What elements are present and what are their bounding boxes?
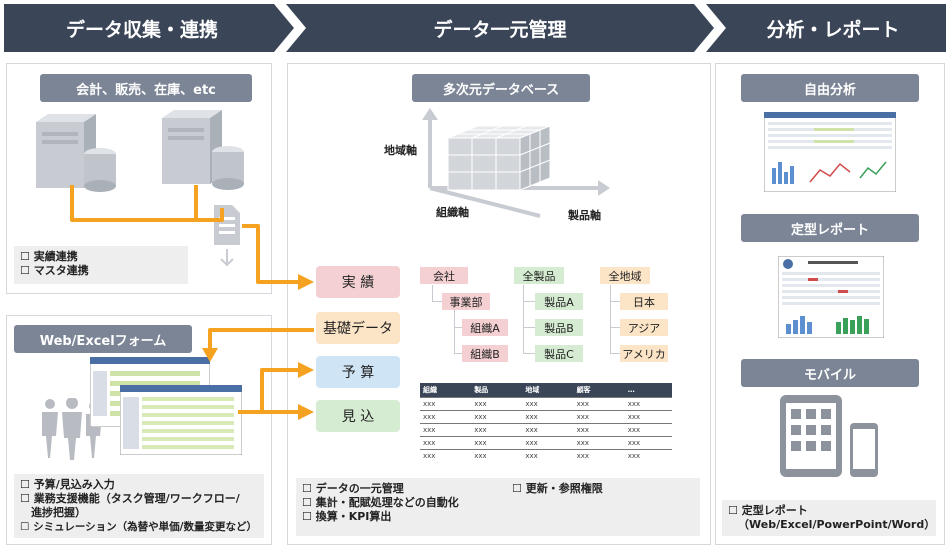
sync-list: ☐ 実績連携 ☐ マスタ連携: [14, 246, 188, 284]
report-footer-item: ☐ 定型レポート: [728, 504, 808, 517]
analysis-dashboard-screenshot: [764, 112, 896, 192]
manage-feature-item: ☐ 更新・参照権限: [512, 482, 603, 495]
manage-feature-item: ☐ データの一元管理: [302, 482, 404, 495]
tree-region-node: アメリカ: [620, 345, 668, 362]
mobile-pill: モバイル: [741, 359, 919, 387]
header-report-label: 分析・レポート: [766, 18, 900, 41]
manage-feature-item: ☐ 換算・KPI算出: [302, 510, 392, 523]
flow-budget: 予 算: [316, 356, 400, 388]
free-analysis-pill: 自由分析: [741, 74, 919, 102]
tree-org-node: 事業部: [442, 293, 490, 310]
tree-region-node: アジア: [620, 319, 668, 336]
tree-product-node: 製品C: [535, 345, 583, 362]
server-icon: [36, 114, 116, 192]
sync-item: ☐ 実績連携: [20, 250, 78, 263]
tree-org-node: 組織A: [462, 319, 508, 336]
source-pill: 会計、販売、在庫、etc: [40, 74, 252, 102]
header-report: 分析・レポート: [706, 4, 946, 52]
header-collect-label: データ収集・連携: [65, 18, 218, 41]
sync-item: ☐ マスタ連携: [20, 264, 89, 277]
tablet-phone-icon: [780, 395, 878, 477]
table-header: 顧客: [573, 383, 625, 398]
axis-label-region: 地域軸: [384, 144, 417, 157]
header-manage-label: データ一元管理: [433, 18, 567, 41]
manage-features: ☐ データの一元管理 ☐ 集計・配賦処理などの自動化 ☐ 換算・KPI算出 ☐ …: [296, 478, 700, 536]
manage-feature-item: ☐ 集計・配賦処理などの自動化: [302, 496, 459, 509]
tree-product-root: 全製品: [514, 267, 564, 284]
table-header: 組織: [420, 383, 472, 398]
tree-product-node: 製品A: [535, 293, 583, 310]
flow-base-data: 基礎データ: [316, 312, 400, 344]
tree-region-root: 全地域: [600, 267, 650, 284]
db-pill: 多次元データベース: [412, 74, 590, 102]
table-header: 製品: [471, 383, 523, 398]
report-screenshot: [778, 256, 884, 338]
tree-product-node: 製品B: [535, 319, 583, 336]
header-manage: データ一元管理: [286, 4, 714, 52]
form-pill: Web/Excelフォーム: [14, 325, 192, 353]
flow-forecast: 見 込: [316, 400, 400, 432]
tree-region-node: 日本: [620, 293, 668, 310]
form-feature-item: 進捗把握）: [20, 506, 86, 519]
standard-report-pill: 定型レポート: [741, 214, 919, 242]
report-footer: ☐ 定型レポート （Web/Excel/PowerPoint/Word）: [722, 500, 936, 536]
axis-label-product: 製品軸: [568, 209, 601, 222]
axis-label-org: 組織軸: [436, 206, 469, 219]
server-icon: [162, 110, 244, 190]
form-feature-item: ☐ 業務支援機能（タスク管理/ワークフロー/: [20, 492, 240, 505]
flow-actual: 実 績: [316, 266, 400, 298]
table-header: 地域: [522, 383, 574, 398]
multidimensional-cube-icon: [422, 108, 610, 218]
form-feature-item: ☐ シミュレーション（為替や単価/数量変更など）: [20, 521, 257, 533]
table-header: …: [624, 383, 672, 398]
form-feature-item: ☐ 予算/見込み入力: [20, 478, 115, 491]
report-footer-formats: （Web/Excel/PowerPoint/Word）: [738, 518, 936, 531]
excel-form-screenshot: [120, 385, 242, 455]
tree-org-node: 組織B: [462, 345, 508, 362]
header-collect: データ収集・連携: [4, 4, 294, 52]
form-features: ☐ 予算/見込み入力 ☐ 業務支援機能（タスク管理/ワークフロー/ 進捗把握） …: [14, 474, 264, 538]
tree-org-root: 会社: [420, 267, 468, 284]
